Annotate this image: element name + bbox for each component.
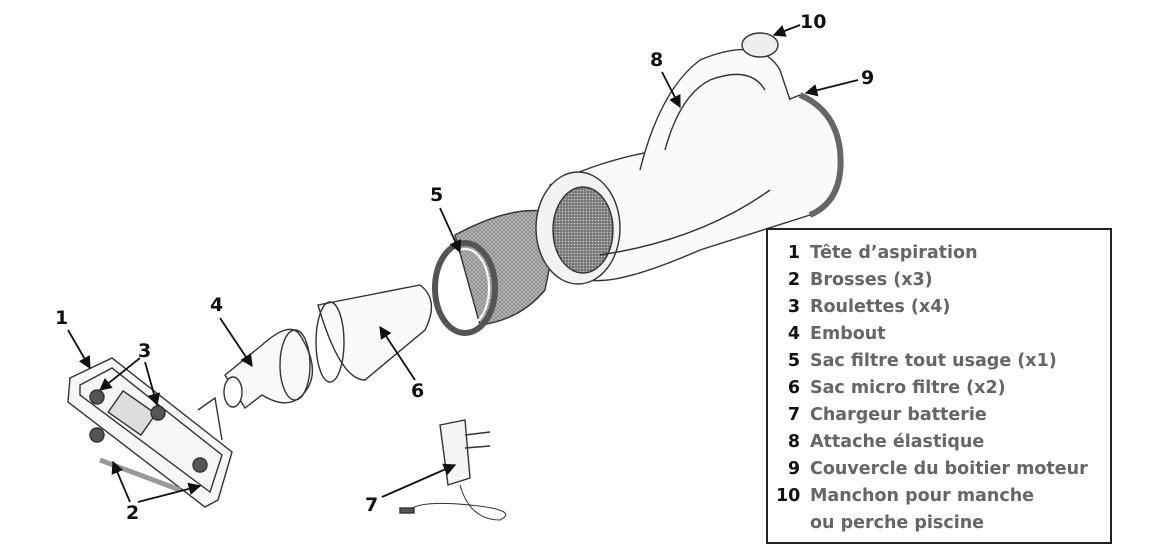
legend-item: 10 Manchon pour manche: [776, 486, 1110, 513]
legend-number: 4: [787, 324, 800, 344]
legend-item: 4 Embout: [776, 324, 1110, 351]
callout-3: 3: [138, 340, 152, 362]
callout-7: 7: [365, 494, 379, 516]
filter-bag: [432, 209, 561, 336]
legend-label: Roulettes (x4): [810, 297, 951, 317]
legend-number: 10: [776, 486, 801, 506]
battery-charger: [399, 419, 507, 521]
legend-item: 5 Sac filtre tout usage (x1): [776, 351, 1110, 378]
callout-2: 2: [126, 502, 140, 524]
legend-number: 5: [787, 351, 800, 371]
callout-9: 9: [861, 67, 875, 89]
suction-head: [67, 357, 233, 508]
callout-5: 5: [430, 184, 444, 206]
callout-arrows: [67, 24, 859, 503]
legend-label: ou perche piscine: [810, 513, 985, 533]
legend-label: Embout: [810, 324, 886, 344]
legend-number: 7: [787, 405, 800, 425]
legend-number: 9: [787, 459, 800, 479]
legend-item-continuation: ou perche piscine: [776, 513, 1110, 537]
vacuum-body: [535, 32, 844, 285]
parts-legend: 1 Tête d’aspiration 2 Brosses (x3) 3 Roulet…: [766, 228, 1112, 544]
callout-6: 6: [411, 380, 425, 402]
legend-item: 2 Brosses (x3): [776, 270, 1110, 297]
legend-item: 3 Roulettes (x4): [776, 297, 1110, 324]
legend-item: 6 Sac micro filtre (x2): [776, 378, 1110, 405]
legend-label: Couvercle du boitier moteur: [810, 459, 1088, 479]
legend-item: 8 Attache élastique: [776, 432, 1110, 459]
legend-label: Tête d’aspiration: [810, 243, 978, 263]
legend-item: 1 Tête d’aspiration: [776, 243, 1110, 270]
legend-number: 8: [787, 432, 800, 452]
legend-number: 1: [787, 243, 800, 263]
micro-filter-bag: [315, 284, 433, 383]
nozzle: [223, 328, 314, 410]
legend-label: Sac filtre tout usage (x1): [810, 351, 1057, 371]
legend-item: 7 Chargeur batterie: [776, 405, 1110, 432]
legend-label: Attache élastique: [810, 432, 985, 452]
callout-1: 1: [55, 307, 69, 329]
legend-label: Manchon pour manche: [810, 486, 1035, 506]
legend-number: 6: [787, 378, 800, 398]
legend-label: Sac micro filtre (x2): [810, 378, 1006, 398]
callout-10: 10: [800, 11, 827, 33]
legend-item: 9 Couvercle du boitier moteur: [776, 459, 1110, 486]
legend-label: Chargeur batterie: [810, 405, 987, 425]
callout-8: 8: [650, 49, 664, 71]
legend-number: 2: [787, 270, 800, 290]
legend-number: 3: [787, 297, 800, 317]
legend-label: Brosses (x3): [810, 270, 933, 290]
callout-4: 4: [210, 294, 224, 316]
